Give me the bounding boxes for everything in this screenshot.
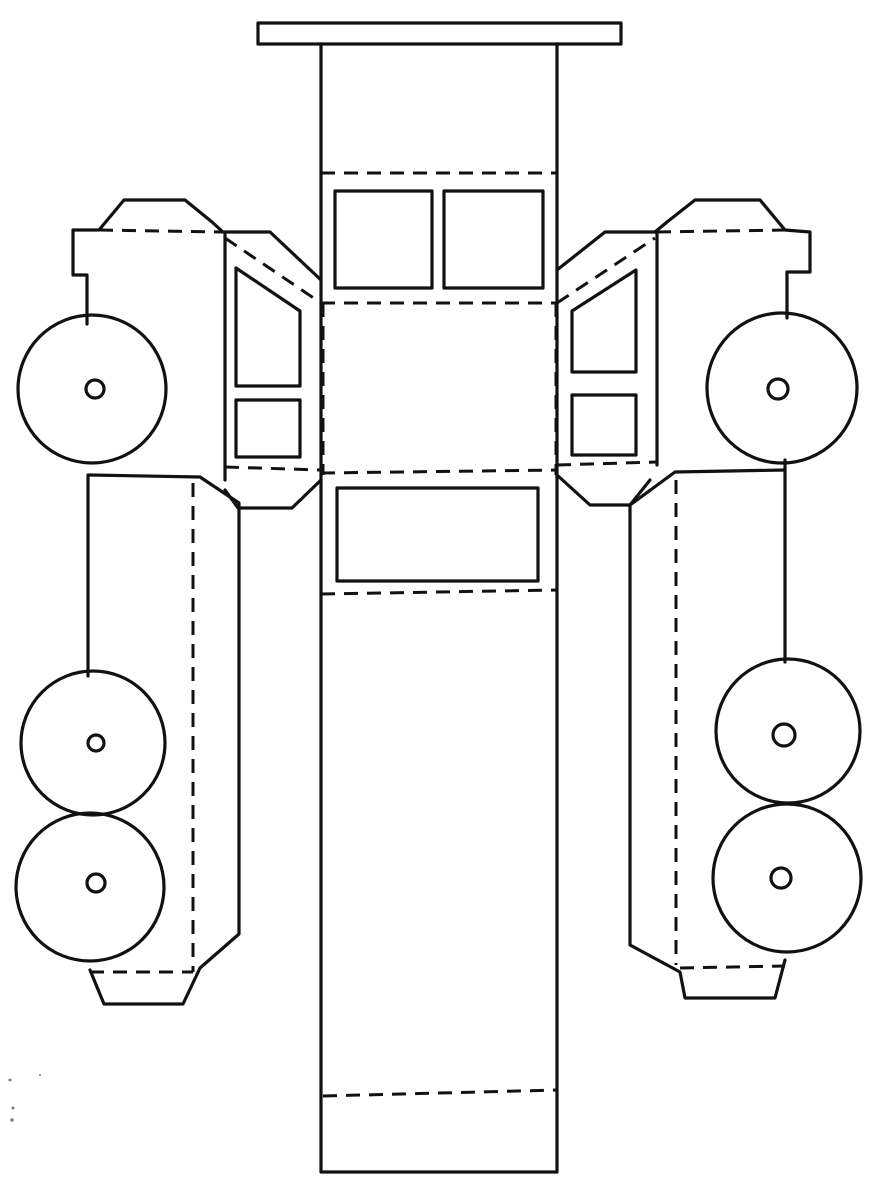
left-hood-top-edge: [223, 230, 323, 282]
window-left: [333, 189, 434, 290]
right-hood-fold-bottom: [556, 460, 658, 467]
left-cab-fold: [98, 228, 224, 234]
speck: [10, 1118, 14, 1122]
fold-line-bottom-tab: [322, 1088, 558, 1098]
fold-line-hood-top: [320, 468, 558, 475]
window-right: [442, 189, 545, 290]
right-wheel-1: [705, 311, 859, 465]
grille-window: [335, 486, 540, 583]
right-wheel-3-hub: [769, 866, 793, 890]
left-wheel-2: [19, 669, 167, 817]
scan-specks: [8, 1074, 41, 1122]
speck: [8, 1078, 12, 1082]
left-wheel-3-hub: [85, 872, 107, 894]
left-wheel-3: [14, 811, 166, 963]
left-body-outline: [88, 473, 241, 1006]
left-side-window: [234, 266, 302, 388]
center-strip-outline: [319, 42, 559, 1174]
left-side-panel: [14, 198, 323, 1006]
left-hood-fold-bottom: [224, 465, 322, 472]
right-body-outline: [628, 468, 787, 1000]
center-strip: [256, 21, 623, 1174]
right-wheel-3: [711, 802, 863, 954]
right-small-window: [570, 393, 638, 457]
right-wheel-1-hub: [766, 377, 790, 401]
left-hood-fold-diagonal: [224, 236, 322, 305]
left-small-window: [234, 398, 302, 459]
left-wheel-1-hub: [84, 378, 106, 400]
right-flap: [555, 473, 652, 507]
speck: [11, 1106, 15, 1110]
speck: [39, 1074, 41, 1076]
right-hood-fold-diagonal: [556, 236, 656, 305]
left-wheel-1: [16, 313, 168, 465]
left-wheel-2-hub: [86, 733, 106, 753]
right-body-fold-bottom: [679, 964, 786, 970]
roof-tab: [256, 21, 623, 46]
right-side-window: [570, 268, 638, 374]
right-hood-top-edge: [555, 230, 659, 272]
fold-line-body-top: [320, 588, 558, 596]
right-side-panel: [555, 198, 863, 1000]
right-wheel-2-hub: [771, 722, 797, 748]
